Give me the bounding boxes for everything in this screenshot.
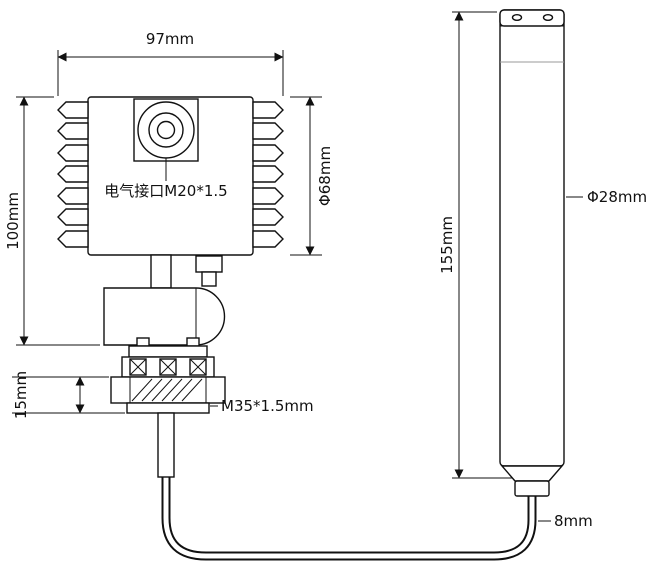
fin (57, 144, 89, 162)
fin (57, 165, 89, 183)
neck (150, 254, 172, 289)
fin (252, 187, 284, 205)
dim-probe-length-label: 155mm (438, 216, 456, 274)
dim-flange-height: 15mm (12, 371, 125, 419)
fin (252, 122, 284, 140)
fin (252, 208, 284, 226)
probe-diameter-label: Φ28mm (587, 188, 647, 206)
fin (252, 165, 284, 183)
flange-plate-bottom (126, 402, 210, 414)
probe-cap (499, 9, 565, 27)
fin (57, 187, 89, 205)
stem (157, 412, 175, 478)
cable-core (163, 474, 535, 559)
dim-probe-length: 155mm (438, 11, 512, 479)
hatch-line (161, 378, 183, 402)
cap-hole-right (542, 13, 554, 21)
process-thread-label: M35*1.5mm (221, 397, 314, 415)
fin (252, 101, 284, 119)
dim-top-width: 97mm (57, 30, 284, 96)
callout-cable-diameter: 8mm (538, 512, 593, 530)
hatch-line (131, 378, 153, 402)
cap-hole-left (511, 13, 523, 21)
dim-body-diameter: Φ68mm (290, 96, 334, 256)
electrical-port-label: 电气接口M20*1.5 (104, 182, 227, 200)
fin (57, 230, 89, 248)
bolt-hatch (189, 358, 207, 376)
flange-plate-top (128, 345, 208, 358)
fin (252, 144, 284, 162)
dim-flange-height-label: 15mm (12, 371, 30, 419)
connection-cable (161, 474, 537, 561)
transmitter (57, 96, 284, 478)
fin (252, 230, 284, 248)
dim-body-diameter-label: Φ68mm (316, 146, 334, 206)
left-fins (57, 101, 89, 248)
cable-outline (161, 474, 537, 561)
bolt-head-left (136, 337, 150, 347)
dim-top-width-label: 97mm (146, 30, 194, 48)
flange-hatch (131, 378, 203, 402)
dim-body-height: 100mm (4, 96, 100, 346)
fin (57, 208, 89, 226)
fin (57, 122, 89, 140)
process-cylinder (103, 287, 226, 346)
probe-body (499, 9, 565, 467)
bolts (129, 358, 207, 376)
dim-body-height-label: 100mm (4, 192, 22, 250)
flange-main (110, 376, 226, 404)
probe-taper (500, 465, 564, 482)
hatch-line (181, 378, 203, 402)
sightglass-center (156, 120, 176, 140)
side-connector-lower (201, 271, 217, 287)
right-fins (252, 101, 284, 248)
fin (57, 101, 89, 119)
callout-electrical-port: 电气接口M20*1.5 (104, 158, 228, 200)
cable-diameter-label: 8mm (554, 512, 593, 530)
bolt-hatch (129, 358, 147, 376)
bolt-head-right (186, 337, 200, 347)
callout-probe-diameter: Φ28mm (566, 188, 647, 206)
bolt-hatch (159, 358, 177, 376)
hatch-line (151, 378, 173, 402)
probe (499, 9, 565, 497)
hatch-line (141, 378, 163, 402)
side-connector (195, 255, 223, 273)
hatch-line (171, 378, 193, 402)
callout-process-thread: M35*1.5mm (210, 397, 314, 415)
cable-gland (514, 480, 550, 497)
